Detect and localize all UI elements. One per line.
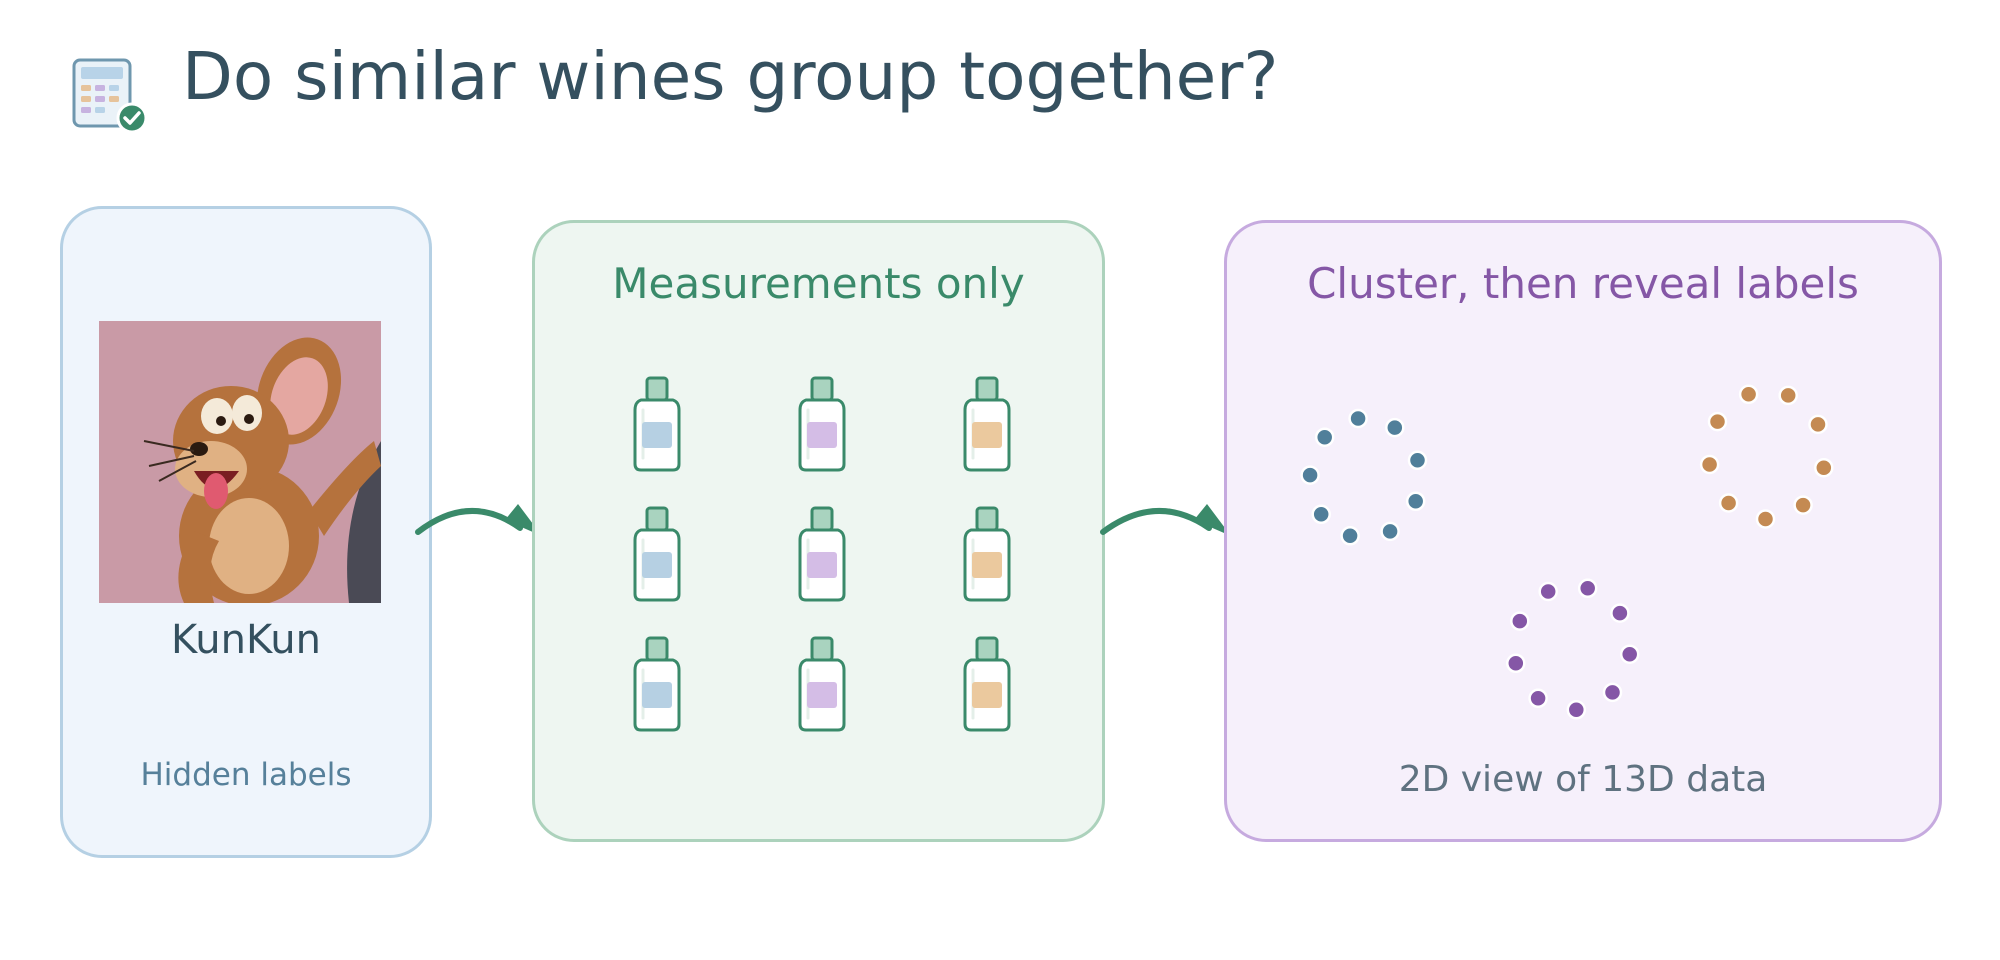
cluster-point bbox=[1808, 414, 1828, 435]
cluster-point bbox=[1610, 603, 1630, 623]
wine-bottle-icon bbox=[633, 636, 681, 732]
cluster-point bbox=[1510, 611, 1530, 631]
cluster-point bbox=[1778, 385, 1798, 406]
cluster-point bbox=[1707, 411, 1728, 432]
arrow-to-clusters bbox=[1100, 504, 1231, 536]
cluster-point bbox=[1814, 457, 1834, 478]
cluster-point bbox=[1385, 417, 1405, 438]
cluster-point bbox=[1718, 493, 1739, 513]
cluster-point bbox=[1577, 578, 1598, 599]
cluster-point bbox=[1793, 495, 1813, 515]
cluster-point bbox=[1300, 465, 1320, 485]
wine-bottle-icon bbox=[963, 506, 1011, 602]
cluster-point bbox=[1311, 504, 1331, 525]
cluster-point bbox=[1738, 384, 1759, 405]
wine-bottle-grid bbox=[633, 376, 1011, 732]
cluster-point bbox=[1602, 682, 1623, 703]
cluster-point bbox=[1405, 491, 1426, 512]
wine-bottle-icon bbox=[798, 636, 846, 732]
cluster-point bbox=[1528, 688, 1548, 709]
wine-bottle-icon bbox=[963, 636, 1011, 732]
wine-bottle-icon bbox=[633, 506, 681, 602]
cluster-point bbox=[1407, 450, 1428, 471]
hidden-labels-caption: Hidden labels bbox=[140, 757, 352, 793]
measurements-panel: Measurements only bbox=[532, 220, 1105, 842]
mascot-label: KunKun bbox=[171, 617, 321, 663]
wine-bottle-icon bbox=[633, 376, 681, 472]
cluster-point bbox=[1699, 454, 1720, 475]
cluster-point bbox=[1619, 644, 1640, 664]
cartoon-mouse-illustration bbox=[99, 321, 381, 603]
cluster-point bbox=[1314, 427, 1335, 447]
arrow-to-measurements bbox=[415, 504, 542, 536]
cluster-point bbox=[1755, 509, 1776, 529]
cluster-scatter-plot bbox=[1300, 384, 1834, 720]
hidden-labels-panel: KunKun Hidden labels bbox=[60, 206, 432, 858]
cluster-panel: Cluster, then reveal labels 2D view of 1… bbox=[1224, 220, 1942, 842]
measurements-title: Measurements only bbox=[612, 259, 1025, 308]
wine-bottle-icon bbox=[963, 376, 1011, 472]
cluster-point bbox=[1506, 653, 1526, 674]
wine-bottle-icon bbox=[798, 376, 846, 472]
cluster-title: Cluster, then reveal labels bbox=[1307, 259, 1859, 308]
mascot-image bbox=[99, 321, 381, 603]
cluster-point bbox=[1538, 581, 1558, 602]
cluster-point bbox=[1566, 700, 1587, 720]
cluster-caption: 2D view of 13D data bbox=[1398, 759, 1768, 800]
wine-bottle-icon bbox=[798, 506, 846, 602]
cluster-point bbox=[1340, 526, 1360, 546]
calculator-check-icon bbox=[72, 58, 148, 134]
cluster-point bbox=[1380, 521, 1400, 542]
cluster-point bbox=[1348, 408, 1368, 429]
page-title: Do similar wines group together? bbox=[182, 38, 1279, 115]
